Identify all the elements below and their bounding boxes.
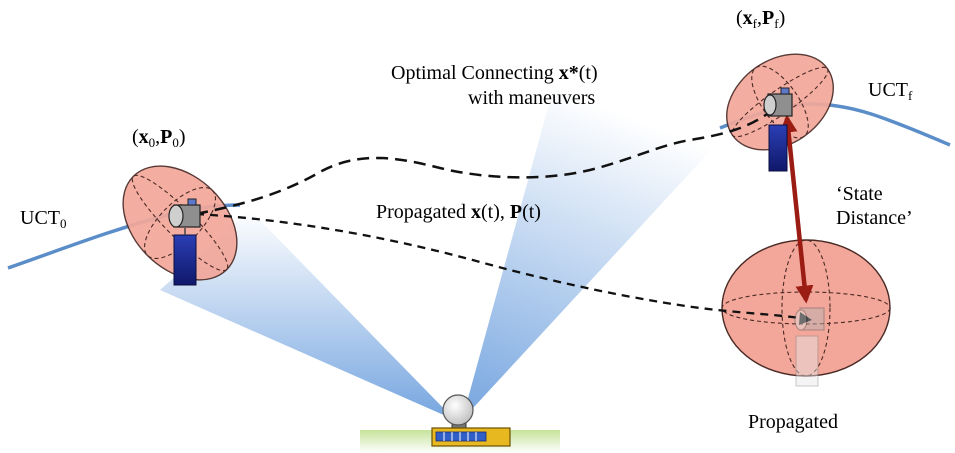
propagated-arrowhead [799, 312, 812, 325]
satellite-propagated-ghost [794, 307, 825, 387]
covariance-ellipsoid-propagated [721, 239, 891, 377]
uctf-label: UCTf [868, 79, 913, 103]
statef-label: (xf,Pf) [736, 7, 786, 31]
state0-label: (x0,P0) [132, 126, 186, 150]
propagated-bottom-label: Propagated [748, 411, 838, 433]
sensor-beam-left [160, 210, 455, 420]
ground-station [431, 394, 511, 447]
satellite-0 [168, 198, 201, 286]
state-distance-label-line1: ‘State [836, 183, 883, 205]
optimal-connecting-path [195, 110, 771, 216]
with-maneuvers-label: with maneuvers [468, 87, 596, 109]
satellite-f [763, 87, 793, 172]
state-distance-label-line2: Distance’ [836, 207, 913, 229]
sensor-beam-right [462, 82, 725, 420]
propagated-path [195, 212, 801, 320]
uct0-label: UCT0 [20, 207, 67, 231]
state-distance-arrow [779, 114, 814, 304]
optimal-connecting-label: Optimal Connecting x*(t) [391, 62, 598, 84]
propagated-path-label: Propagated x(t), P(t) [376, 201, 541, 223]
